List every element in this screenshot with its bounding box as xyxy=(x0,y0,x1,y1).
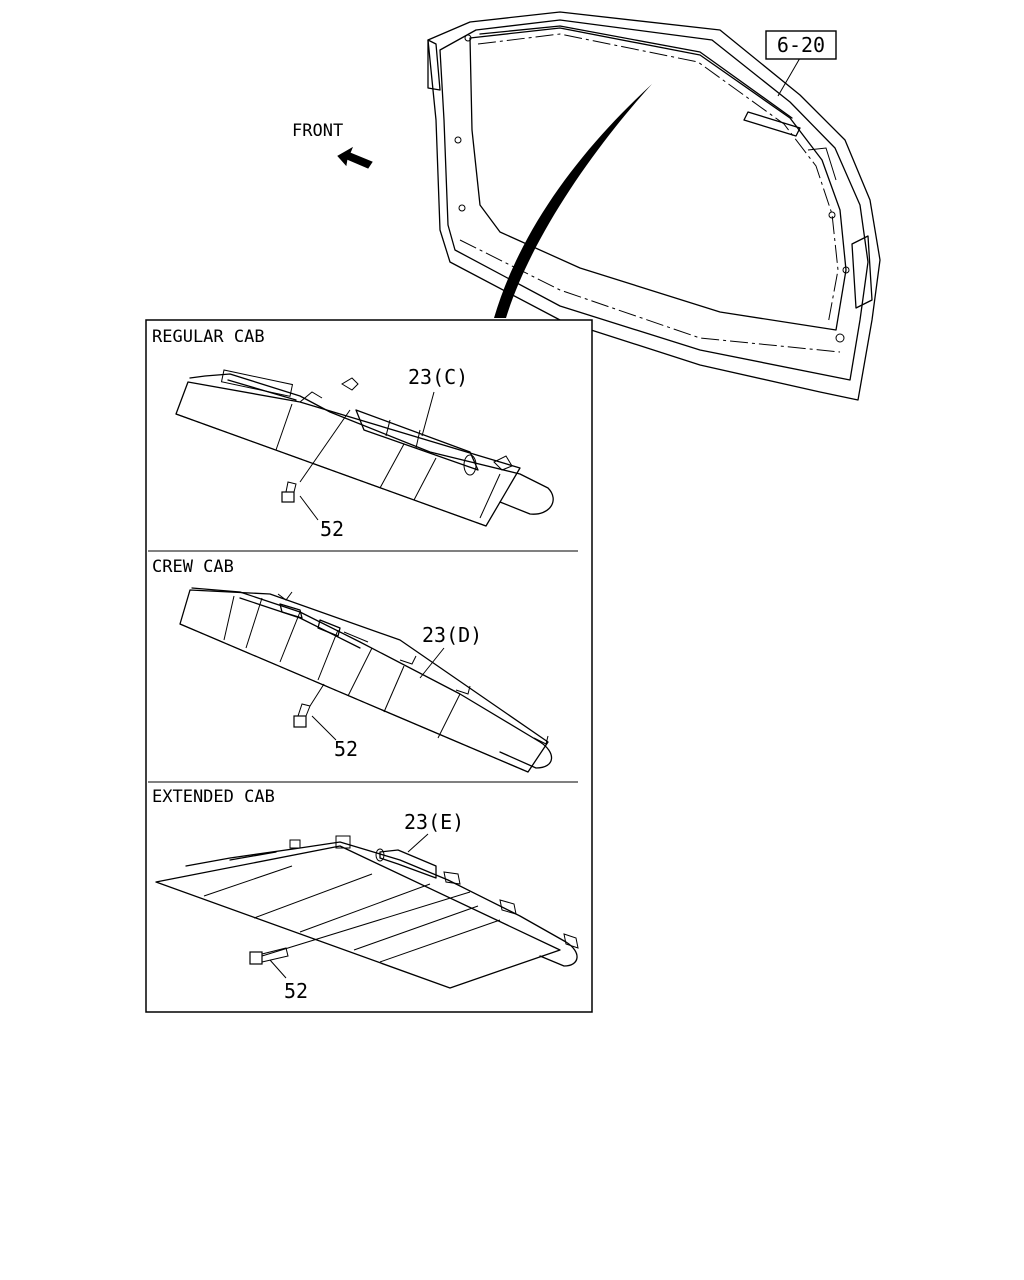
regular-cab-bolt-icon xyxy=(281,481,297,503)
inset-panel xyxy=(145,319,593,1013)
extended-cab-heading: EXTENDED CAB xyxy=(152,787,275,807)
extended-cab-part-label: 23(E) xyxy=(404,810,464,834)
front-arrow-icon xyxy=(337,146,373,169)
reference-box: 6-20 xyxy=(765,30,837,60)
crew-cab-bolt-icon xyxy=(293,703,311,728)
reference-label: 6-20 xyxy=(777,33,825,57)
regular-cab-part-label: 23(C) xyxy=(408,365,468,389)
crew-cab-section: CREW CAB 23(D) 52 xyxy=(152,557,553,773)
regular-cab-section: REGULAR CAB 23(C) 52 xyxy=(152,327,554,541)
crew-cab-heading: CREW CAB xyxy=(152,557,234,577)
extended-cab-bolt-label: 52 xyxy=(284,979,308,1003)
body-side-frame xyxy=(427,11,881,401)
regular-cab-heading: REGULAR CAB xyxy=(152,327,265,347)
extended-cab-bolt-icon xyxy=(249,947,289,965)
front-label: FRONT xyxy=(292,121,343,141)
regular-cab-bolt-label: 52 xyxy=(320,517,344,541)
extended-cab-section: EXTENDED CAB 23(E) 52 xyxy=(152,787,579,1003)
crew-cab-bolt-label: 52 xyxy=(334,737,358,761)
crew-cab-part-label: 23(D) xyxy=(422,623,482,647)
